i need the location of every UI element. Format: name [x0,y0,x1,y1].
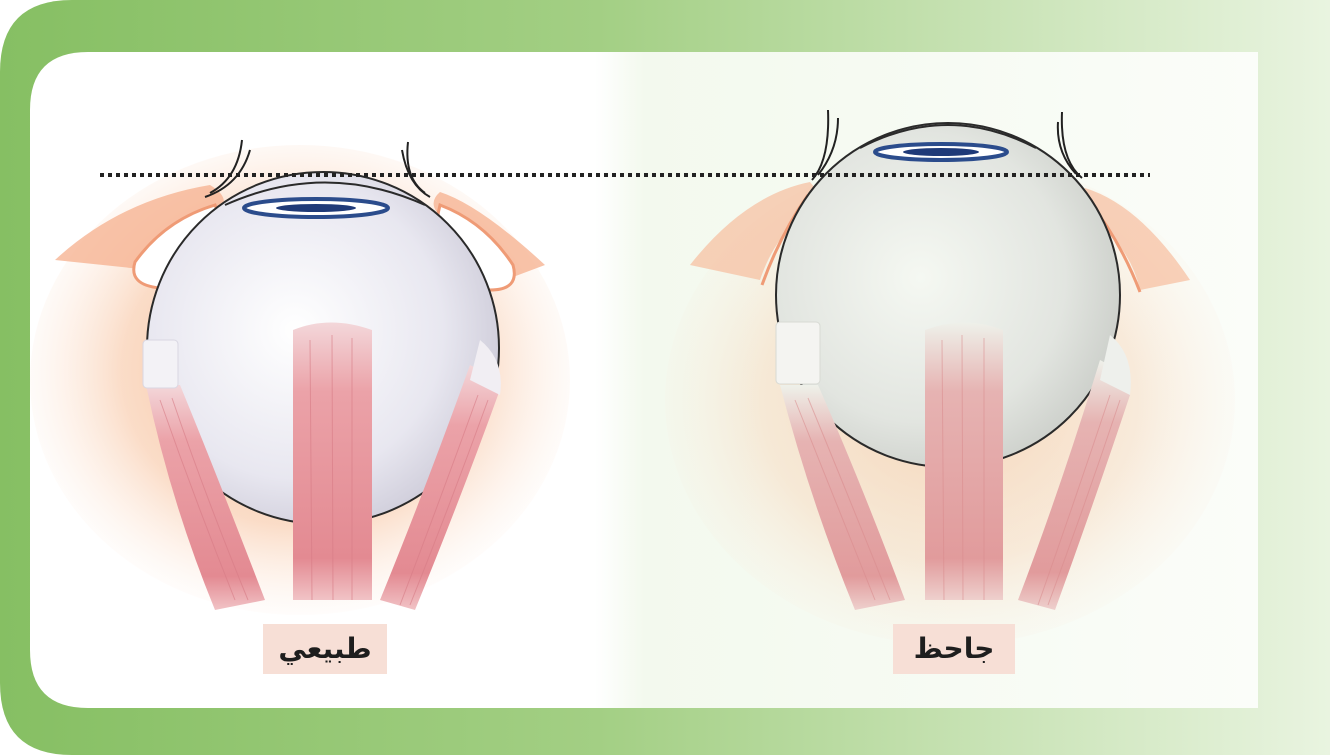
label-normal-eye: طبيعي [263,624,387,674]
label-bulging-eye: جاحظ [893,624,1015,674]
